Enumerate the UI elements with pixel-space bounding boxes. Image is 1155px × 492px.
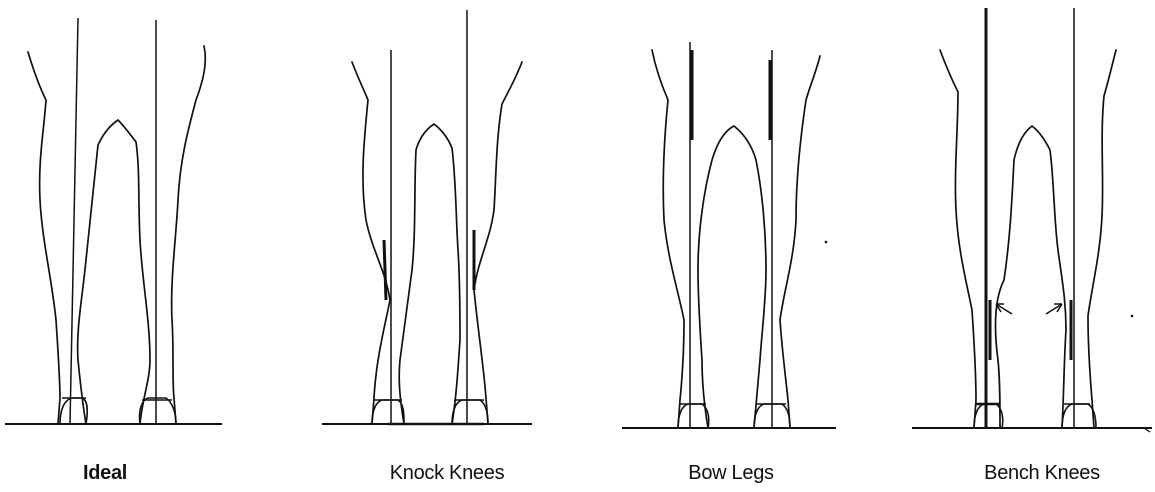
caption-knock-knees: Knock Knees (390, 462, 505, 485)
inner-leg-outline (78, 120, 150, 424)
caption-bow-legs: Bow Legs (688, 462, 773, 485)
caption-bench-knees: Bench Knees (984, 462, 1100, 485)
hoof-right (1062, 404, 1096, 428)
left-leg-outline (28, 52, 60, 424)
hoof-left (678, 404, 709, 428)
right-leg-outline (1088, 50, 1116, 428)
caption-ideal: Ideal (83, 462, 127, 485)
inner-leg-outline (996, 126, 1066, 428)
left-leg-outline (940, 50, 976, 428)
hoof-left (372, 400, 404, 424)
hoof-right (139, 398, 176, 424)
speck (1131, 315, 1134, 318)
arrow-left-knee (996, 304, 1012, 314)
hoof-right (452, 400, 488, 424)
speck (825, 241, 828, 244)
inner-leg-outline (399, 124, 460, 424)
panel-knock-knees (322, 10, 532, 424)
plumb-line-left (70, 18, 78, 424)
right-leg-outline (780, 56, 820, 428)
hoof-left (974, 404, 1003, 428)
right-leg-outline (172, 46, 206, 424)
panel-bench-knees (912, 8, 1152, 432)
right-leg-outline (474, 62, 522, 424)
arrow-right-knee (1046, 304, 1062, 314)
panel-ideal (5, 18, 222, 424)
panel-bow-legs (622, 42, 836, 428)
left-leg-outline (652, 50, 684, 428)
inner-leg-outline (698, 126, 766, 428)
knee-mark-left (384, 240, 386, 300)
